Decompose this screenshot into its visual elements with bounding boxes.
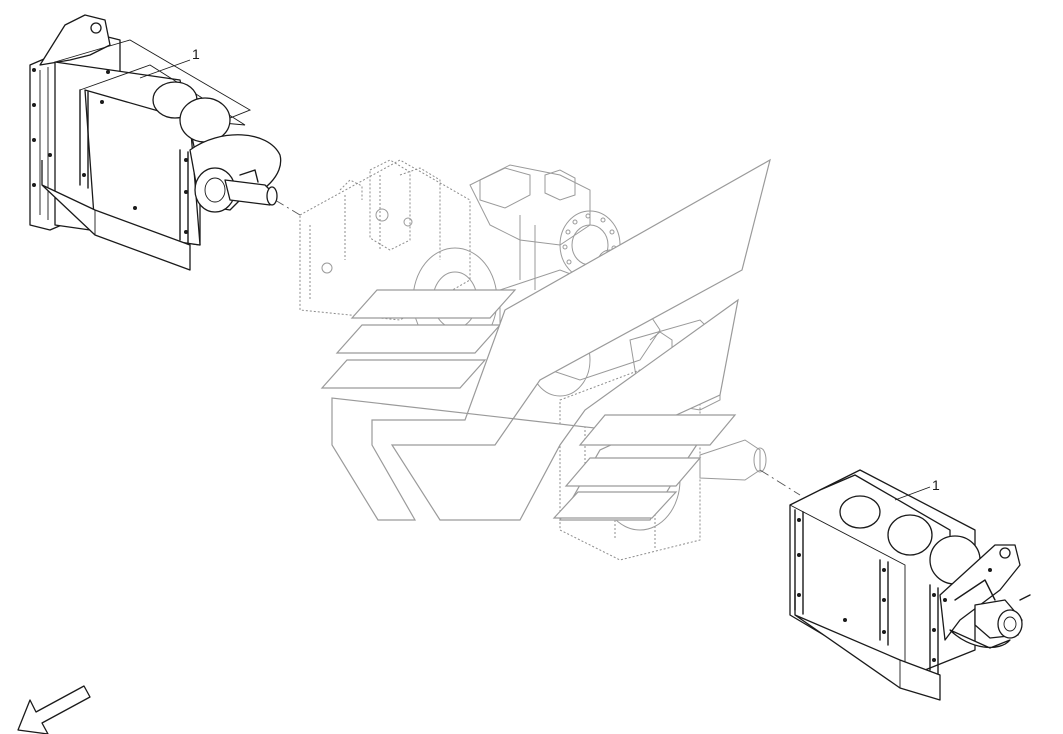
axis-line-top [274, 199, 301, 216]
axis-line-bottom [759, 469, 801, 496]
rotor-assembly-bottom-right [789, 469, 1031, 701]
logo-watermark [320, 158, 771, 521]
rotor-assembly-top-left [29, 14, 282, 271]
callout-bottom-right: 1 [932, 477, 940, 493]
callout-top-left: 1 [192, 46, 200, 62]
direction-arrow-icon [17, 685, 91, 734]
